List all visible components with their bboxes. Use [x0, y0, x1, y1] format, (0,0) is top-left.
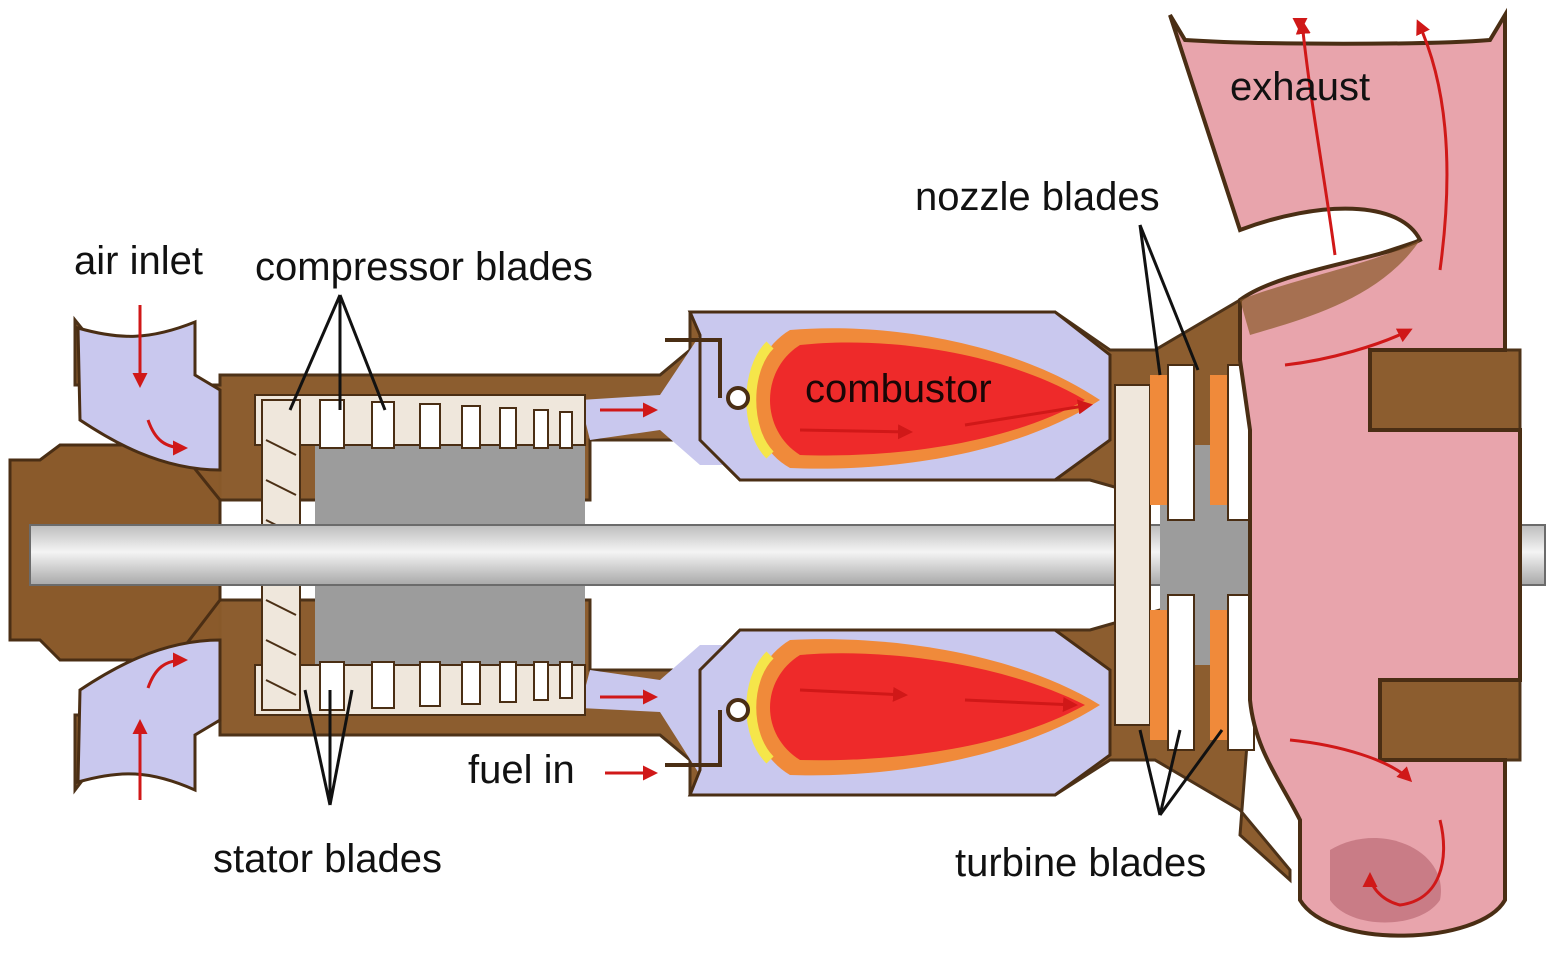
label-nozzle-blades: nozzle blades: [915, 175, 1160, 219]
label-stator-blades: stator blades: [213, 837, 442, 881]
combustor-bottom: [687, 628, 1112, 797]
turbine-section: [1114, 364, 1255, 751]
compressor-blades-top: [269, 399, 573, 449]
label-combustor: combustor: [805, 367, 992, 411]
fuel-injectors: [665, 338, 750, 767]
exhaust-scroll: [1168, 7, 1522, 938]
flow-arrows: [132, 18, 1449, 907]
diagram-labels: air inlet compressor blades combustor no…: [74, 65, 1370, 885]
label-compressor-blades: compressor blades: [255, 245, 593, 289]
leader-lines: [288, 224, 1224, 816]
label-turbine-blades: turbine blades: [955, 841, 1206, 885]
combustor-top: [687, 310, 1112, 482]
label-exhaust: exhaust: [1230, 65, 1370, 109]
label-fuel-in: fuel in: [468, 748, 575, 792]
label-air-inlet: air inlet: [74, 239, 203, 283]
